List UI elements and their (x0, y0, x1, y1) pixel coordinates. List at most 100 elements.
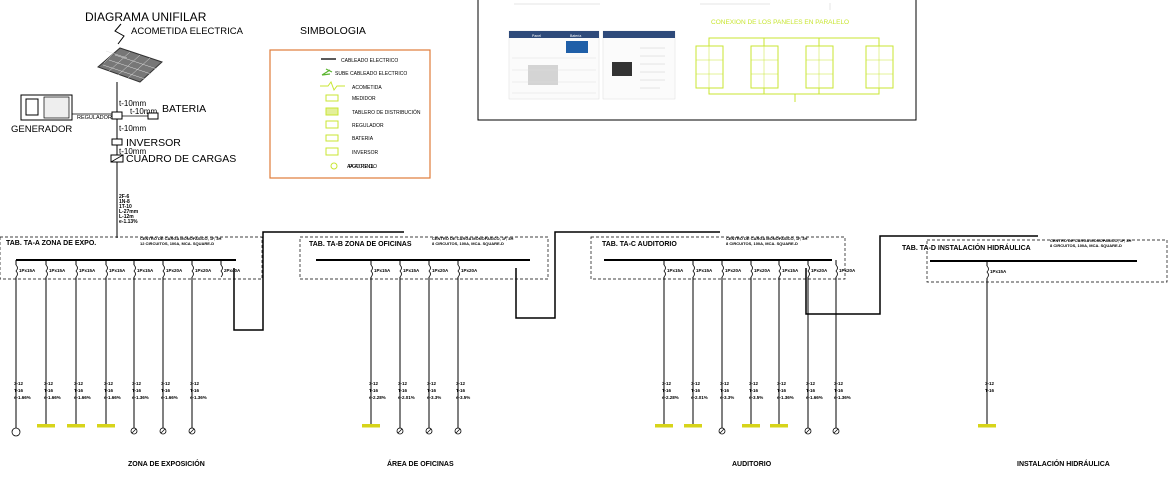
circuit-spec: e-1.66% (161, 395, 178, 400)
legend-label: APAGADOR SENCILLO (347, 164, 377, 170)
panel-desc: 8 CIRCUITOS, 100A, MCA. SQUARE-D (726, 241, 798, 246)
breaker-label: 1Px15A (990, 269, 1007, 274)
breaker-icon (750, 264, 753, 278)
circuit-spec: 3-12 (74, 381, 84, 386)
breaker-icon (721, 264, 724, 278)
legend-label: MEDIDOR (352, 96, 376, 102)
panel-icon (325, 107, 339, 116)
panel-desc: CENTRO DE CARGA MONOFASICO, 1F, 3H (726, 236, 808, 241)
lamp-icon (11, 427, 21, 437)
zone-label: ÁREA DE OFICINAS (387, 459, 454, 468)
circuit-spec: T-16 (749, 388, 759, 393)
circuit-spec: 3-12 (985, 381, 995, 386)
breaker-label: 1Px20A (195, 268, 212, 273)
legend-label: CABLEADO ELECTRICO (341, 58, 398, 64)
legend-label: SUBE CABLEADO ELECTRICO (335, 71, 407, 77)
breaker-label: 1Px20A (839, 268, 856, 273)
circuit-spec: 3-12 (777, 381, 787, 386)
breaker-icon (133, 264, 136, 278)
spec-table-2 (602, 30, 676, 100)
zone-label: INSTALACIÓN HIDRÁULICA (1017, 459, 1110, 468)
circuit-spec: e-1.66% (104, 395, 121, 400)
breaker-label: 1Px15A (374, 268, 391, 273)
battery-icon (147, 112, 159, 120)
breaker-label: 1Px15A (19, 268, 36, 273)
circuit-spec: T-16 (161, 388, 171, 393)
panel-desc: CENTRO DE CARGA MONOFASICO, 1F, 3H (432, 236, 514, 241)
inset-title: CONEXION DE LOS PANELES EN PARALELO (711, 19, 849, 26)
outlet-mark (426, 428, 432, 434)
circuit-spec: 3-12 (662, 381, 672, 386)
breaker-icon (105, 264, 108, 278)
circuit-spec: 3-12 (834, 381, 844, 386)
circuit-spec: 3-12 (749, 381, 759, 386)
outlet-mark (189, 428, 195, 434)
breaker-icon (399, 264, 402, 278)
circuit-spec: e-2.28% (662, 395, 679, 400)
regulator-icon (111, 111, 123, 120)
circuit-spec: T-16 (662, 388, 672, 393)
panel-box (0, 236, 263, 280)
switch-icon (330, 162, 338, 170)
breaker-label: 1Px20A (461, 268, 478, 273)
circuit-spec: T-16 (369, 388, 379, 393)
circuit-spec: T-16 (834, 388, 844, 393)
breaker-icon (807, 264, 810, 278)
cable-size-4: t-10mm (119, 147, 146, 156)
outlet-mark (805, 428, 811, 434)
circuit-spec: e-1.66% (14, 395, 31, 400)
load-center-slash (110, 154, 124, 163)
circuit-spec: e-2.01% (398, 395, 415, 400)
breaker-icon (835, 264, 838, 278)
cable-size-3: t-10mm (119, 124, 146, 133)
breaker-label: 1Px20A (754, 268, 771, 273)
circuit-spec: T-16 (190, 388, 200, 393)
solar-panel-icon (97, 47, 163, 83)
outlet-mark (160, 428, 166, 434)
breaker-label: 1Px20A (432, 268, 449, 273)
bateria-label: BATERIA (162, 103, 206, 115)
breaker-icon (75, 264, 78, 278)
circuit-spec: e-1.36% (190, 395, 207, 400)
cable-size-1: t-10mm (119, 99, 146, 108)
panel-label: TAB. TA-B ZONA DE OFICINAS (309, 241, 412, 248)
panel-label: TAB. TA-D INSTALACIÓN HIDRÁULICA (902, 243, 1031, 252)
feeder-spec: 2F-6 1N-8 1T-10 L-27mm L-12m e-1.13% (119, 194, 139, 225)
breaker-icon (663, 264, 666, 278)
legend-label: TABLERO DE DISTRIBUCIÓN (352, 109, 421, 116)
feeder-spec-line: L-12m (119, 214, 134, 220)
luminaire-icon (37, 424, 55, 428)
breaker-label: 1Px15A (79, 268, 96, 273)
feeder-spec-line: 1N-8 (119, 199, 130, 205)
luminaire-icon (742, 424, 760, 428)
cuadro-label: CUADRO DE CARGAS (126, 153, 236, 165)
breaker-label: 1Px15A (49, 268, 66, 273)
regulator-icon (325, 120, 339, 129)
inset-box: Panel Batería CONEXION DE LOS PANELES EN… (477, 0, 917, 121)
acometida-label: ACOMETIDA ELECTRICA (131, 26, 244, 37)
outlet-mark (833, 428, 839, 434)
breaker-icon (162, 264, 165, 278)
circuit-spec: e-2.01% (691, 395, 708, 400)
outlet-mark (131, 428, 137, 434)
circuit-spec: 3-12 (427, 381, 437, 386)
panel-desc: CENTRO DE CARGA MONOFASICO, 1F, 3H (1050, 238, 1132, 243)
breaker-label: 1Px20A (166, 268, 183, 273)
inverter-icon (325, 147, 339, 156)
breaker-icon (428, 264, 431, 278)
circuit-spec: 3-12 (14, 381, 24, 386)
spec-table-1: Panel Batería (508, 30, 600, 100)
circuit-spec: T-16 (985, 388, 995, 393)
legend-label: REGULADOR (352, 123, 384, 129)
circuit-spec: T-16 (74, 388, 84, 393)
inversor-label: INVERSOR (126, 137, 181, 149)
circuit-spec: 3-12 (806, 381, 816, 386)
breaker-label: 1Px15A (403, 268, 420, 273)
legend-label: ACOMETIDA (352, 85, 382, 91)
breaker-icon (986, 265, 989, 279)
outlet-mark (719, 428, 725, 434)
breaker-icon (191, 264, 194, 278)
luminaire-icon (362, 424, 380, 428)
circuit-spec: T-16 (427, 388, 437, 393)
